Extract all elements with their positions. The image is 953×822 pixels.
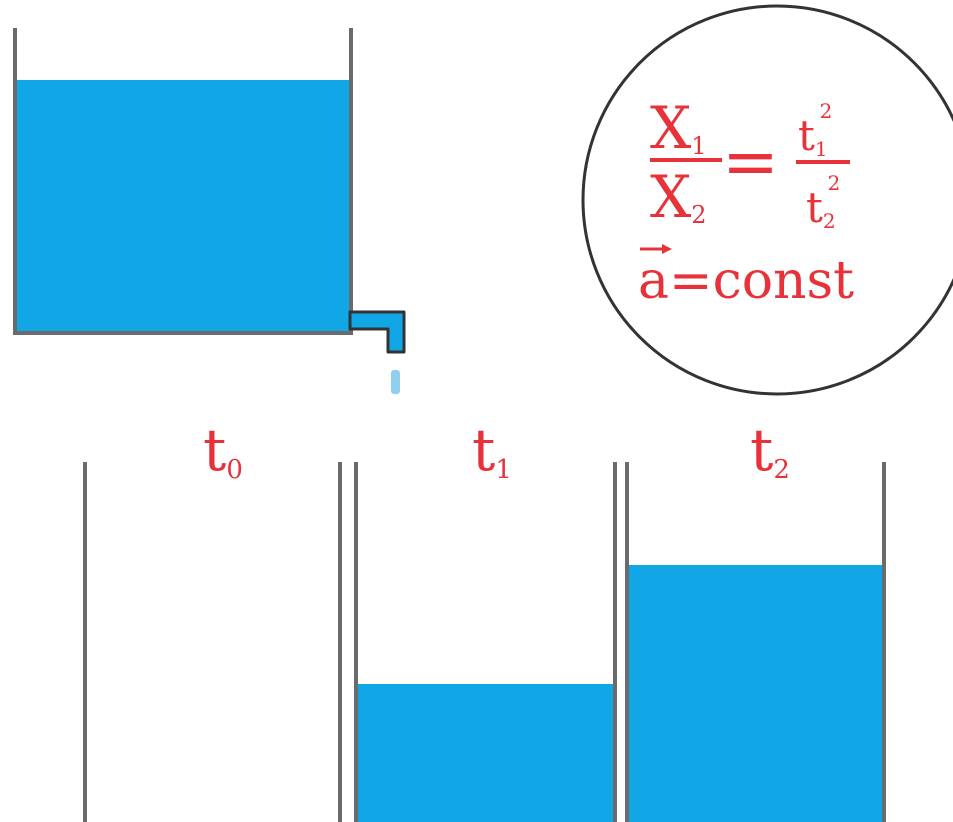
formula-equals: =	[722, 123, 779, 202]
label-t0: t0	[203, 416, 243, 485]
formula-vector-arrow	[640, 244, 672, 254]
formula-circle-outline	[581, 4, 953, 396]
label-t1: t1	[472, 416, 512, 485]
beaker-t1	[354, 462, 617, 822]
source-tank-water	[16, 80, 350, 332]
water-drop	[391, 370, 400, 394]
tap	[348, 310, 406, 394]
beaker-t0	[83, 462, 342, 822]
formula-x1: X1	[650, 94, 707, 162]
tap-pipe	[348, 310, 406, 354]
beaker-t1-water	[358, 684, 613, 822]
source-tank	[13, 28, 353, 335]
formula-t2-squared: t22	[806, 171, 840, 233]
beaker-t2-water	[629, 565, 883, 822]
formula-x2: X2	[650, 163, 707, 231]
beaker-t2	[625, 462, 886, 822]
formula-circle: X1 X2 = t12 t22 a=const	[581, 4, 953, 396]
label-t2: t2	[750, 416, 790, 485]
formula-t1-squared: t12	[798, 99, 832, 161]
formula-accel-const: a=const	[638, 251, 854, 311]
